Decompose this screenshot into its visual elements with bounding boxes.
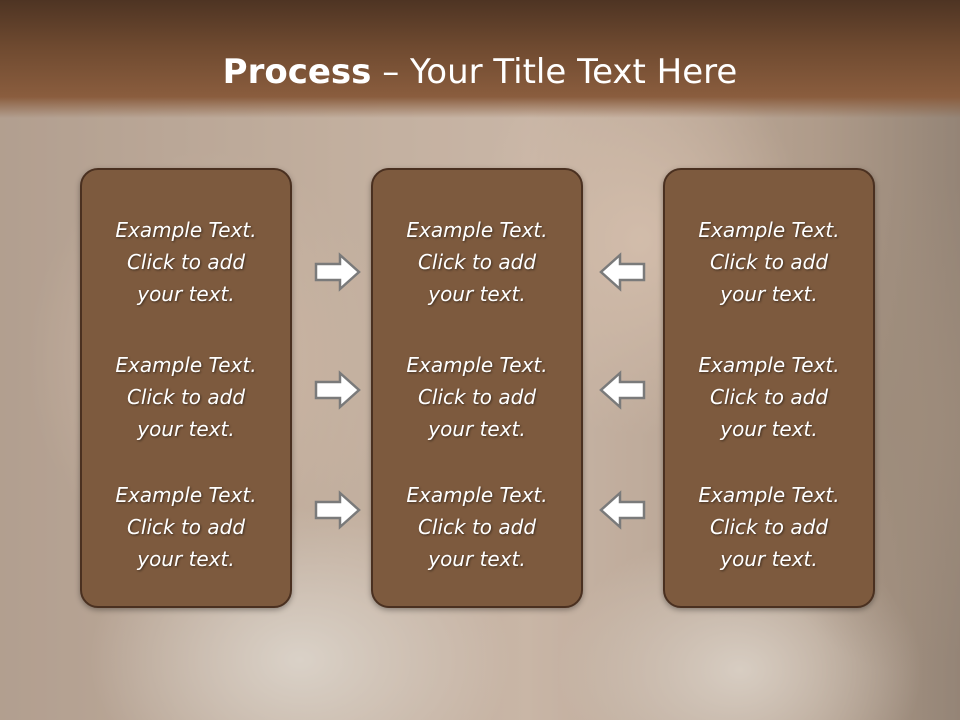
text-line: your text. (720, 417, 818, 441)
text-line: Click to add (417, 250, 537, 274)
text-line: your text. (137, 417, 235, 441)
text-line: Example Text. (698, 218, 840, 242)
text-placeholder[interactable]: Example Text. Click to add your text. (665, 349, 873, 445)
text-line: Example Text. (698, 483, 840, 507)
text-placeholder[interactable]: Example Text. Click to add your text. (82, 479, 290, 575)
left-arrow-icon[interactable] (598, 490, 646, 530)
text-box-left[interactable]: Example Text. Click to add your text. Ex… (80, 168, 292, 608)
slide-title[interactable]: Process – Your Title Text Here (0, 52, 960, 92)
text-line: Click to add (417, 385, 537, 409)
text-placeholder[interactable]: Example Text. Click to add your text. (373, 479, 581, 575)
text-line: Example Text. (406, 483, 548, 507)
text-line: Click to add (126, 515, 246, 539)
text-line: Click to add (709, 250, 829, 274)
text-line: Example Text. (406, 353, 548, 377)
text-placeholder[interactable]: Example Text. Click to add your text. (373, 214, 581, 310)
text-line: Click to add (417, 515, 537, 539)
title-bold: Process (222, 52, 372, 92)
text-line: Example Text. (115, 218, 257, 242)
text-line: your text. (720, 547, 818, 571)
text-line: your text. (720, 282, 818, 306)
text-line: your text. (428, 547, 526, 571)
text-line: Click to add (709, 385, 829, 409)
text-line: your text. (428, 282, 526, 306)
text-box-center[interactable]: Example Text. Click to add your text. Ex… (371, 168, 583, 608)
text-line: Example Text. (115, 483, 257, 507)
text-placeholder[interactable]: Example Text. Click to add your text. (665, 214, 873, 310)
text-placeholder[interactable]: Example Text. Click to add your text. (82, 349, 290, 445)
text-line: Example Text. (406, 218, 548, 242)
text-line: Click to add (126, 250, 246, 274)
text-placeholder[interactable]: Example Text. Click to add your text. (82, 214, 290, 310)
title-bar (0, 0, 960, 118)
title-rest: Your Title Text Here (410, 52, 738, 92)
text-placeholder[interactable]: Example Text. Click to add your text. (665, 479, 873, 575)
text-placeholder[interactable]: Example Text. Click to add your text. (373, 349, 581, 445)
text-line: Example Text. (115, 353, 257, 377)
text-box-right[interactable]: Example Text. Click to add your text. Ex… (663, 168, 875, 608)
left-arrow-icon[interactable] (598, 370, 646, 410)
text-line: Example Text. (698, 353, 840, 377)
text-line: your text. (137, 547, 235, 571)
text-line: Click to add (709, 515, 829, 539)
title-dash: – (371, 52, 411, 92)
left-arrow-icon[interactable] (598, 252, 646, 292)
right-arrow-icon[interactable] (314, 252, 362, 292)
text-line: Click to add (126, 385, 246, 409)
right-arrow-icon[interactable] (314, 490, 362, 530)
text-line: your text. (428, 417, 526, 441)
text-line: your text. (137, 282, 235, 306)
right-arrow-icon[interactable] (314, 370, 362, 410)
